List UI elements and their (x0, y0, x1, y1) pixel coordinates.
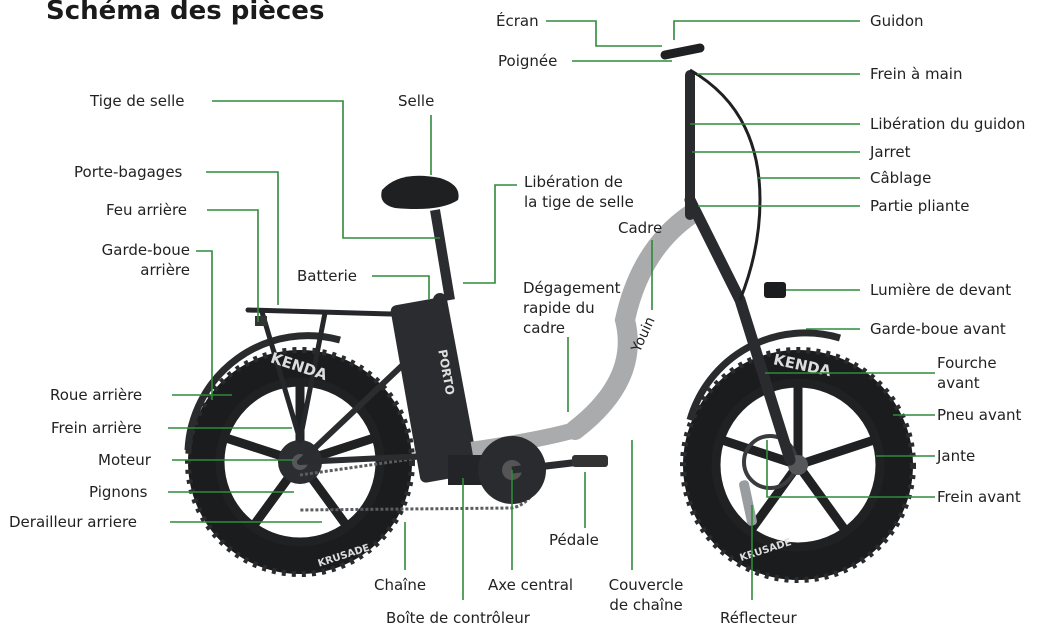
label-axe-central: Axe central (488, 576, 574, 594)
label-liberation-guidon: Libération du guidon (870, 115, 1026, 133)
label-batterie: Batterie (297, 267, 358, 285)
line-feu-arriere (207, 209, 259, 322)
label-fourche-avant: Fourche avant (937, 354, 997, 392)
label-boite-controleur: Boîte de contrôleur (386, 609, 530, 627)
line-porte-bagages (206, 171, 279, 305)
label-reflecteur: Réflecteur (720, 609, 797, 627)
label-liberation-tige: Libération de la tige de selle (524, 173, 634, 211)
line-batterie (372, 275, 430, 300)
label-garde-boue-avant: Garde-boue avant (870, 320, 1006, 338)
label-guidon: Guidon (870, 12, 924, 30)
label-porte-bagages: Porte-bagages (74, 163, 183, 181)
label-lumiere-devant: Lumière de devant (870, 281, 1012, 299)
label-frein-main: Frein à main (870, 65, 963, 83)
label-roue-arriere: Roue arrière (50, 386, 143, 404)
label-poignee: Poignée (498, 52, 558, 70)
label-jante: Jante (937, 447, 976, 465)
line-garde-boue-arriere (196, 250, 213, 400)
label-garde-boue-arriere: Garde-boue arrière (101, 241, 190, 279)
label-jarret: Jarret (870, 143, 911, 161)
line-tige-selle (212, 100, 440, 239)
line-guidon (673, 20, 860, 40)
label-cablage: Câblage (870, 169, 932, 187)
label-pneu-avant: Pneu avant (937, 406, 1022, 424)
front-wheel (680, 347, 916, 583)
page-title: Schéma des pièces (46, 0, 325, 26)
line-ecran (546, 20, 662, 47)
label-pignons: Pignons (89, 483, 148, 501)
label-couvercle: Couvercle de chaîne (608, 576, 684, 614)
label-pedale: Pédale (549, 531, 599, 549)
label-ecran: Écran (496, 12, 539, 30)
label-degagement: Dégagement rapide du cadre (523, 279, 621, 337)
label-feu-arriere: Feu arrière (106, 201, 188, 219)
label-moteur: Moteur (98, 451, 151, 469)
line-frein-avant (766, 440, 935, 498)
line-liberation-tige (463, 184, 517, 284)
label-frein-arriere: Frein arrière (51, 419, 142, 437)
label-selle: Selle (398, 92, 435, 110)
label-partie-pliante: Partie pliante (870, 197, 970, 215)
label-cadre: Cadre (618, 219, 663, 237)
label-tige-selle: Tige de selle (90, 92, 185, 110)
label-chaine: Chaîne (374, 576, 427, 594)
label-derailleur: Derailleur arriere (9, 513, 138, 531)
label-frein-avant: Frein avant (937, 488, 1021, 506)
